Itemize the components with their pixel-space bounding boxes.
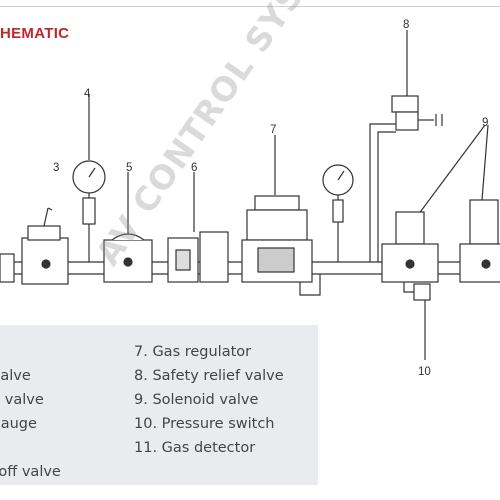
legend-item: e <box>0 340 61 364</box>
number-4: 4 <box>84 88 91 100</box>
valve-3 <box>21 207 69 285</box>
legend-item: e gauge <box>0 416 37 432</box>
number-7: 7 <box>270 124 276 136</box>
number-10: 10 <box>418 366 431 378</box>
number-5: 5 <box>126 162 132 174</box>
component-numbers: 3 4 5 6 7 8 9 10 <box>53 19 488 378</box>
legend-item: 11. Gas detector <box>134 440 256 456</box>
legend-item: ut-off valve <box>0 464 61 480</box>
legend-item: 8. Safety relief valve <box>134 368 284 384</box>
number-3: 3 <box>53 162 59 174</box>
pressure-gauge-4 <box>72 95 106 262</box>
pressure-switch-10 <box>403 282 431 360</box>
number-8: 8 <box>403 19 409 31</box>
number-9: 9 <box>482 117 488 129</box>
diagram-title: HEMATIC <box>0 25 70 42</box>
top-rule <box>0 6 500 7</box>
assembly-6 <box>167 172 229 283</box>
valve-5 <box>103 172 153 283</box>
safety-relief-valve-8 <box>369 30 443 262</box>
gas-regulator-7 <box>241 135 321 296</box>
legend-item: 7. Gas regulator <box>134 344 252 360</box>
legend-item: r <box>0 436 61 460</box>
solenoid-valve-9b <box>459 124 500 283</box>
legend-right-column: 7. Gas regulator 8. Safety relief valve … <box>134 340 284 460</box>
legend-panel <box>0 325 318 485</box>
legend-item: 10. Pressure switch <box>134 416 275 432</box>
legend-left-column: e d valve dle valve e gauge r ut-off val… <box>0 340 61 484</box>
legend-item: dle valve <box>0 392 44 408</box>
number-6: 6 <box>191 162 197 174</box>
legend-item: 9. Solenoid valve <box>134 392 259 408</box>
pressure-gauge-2 <box>322 164 354 262</box>
solenoid-valve-9a <box>381 124 486 283</box>
legend-item: d valve <box>0 368 31 384</box>
pipe-flange-left <box>0 253 15 283</box>
